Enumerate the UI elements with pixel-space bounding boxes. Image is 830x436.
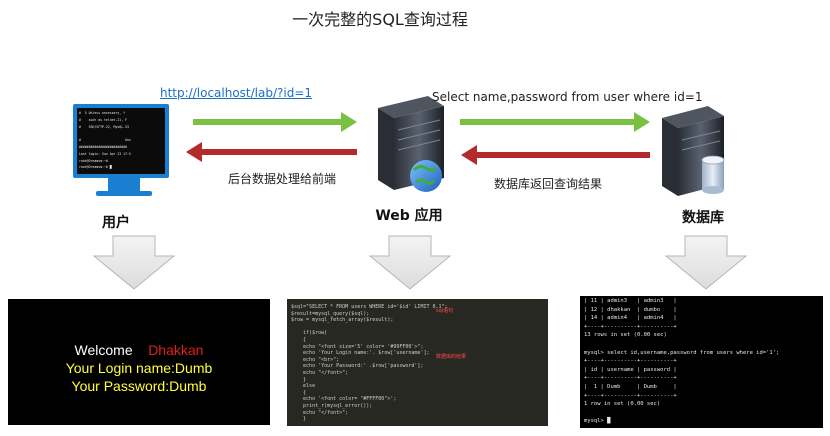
console-line: +----+----------+----------+ <box>584 323 677 330</box>
web-node-label: Web 应用 <box>375 208 443 224</box>
page-title: 一次完整的SQL查询过程 <box>292 10 468 29</box>
code-line: } <box>291 416 307 423</box>
request-arrow <box>193 112 357 132</box>
console-line: +----+----------+----------+ <box>584 358 677 365</box>
down-arrow-user <box>92 235 176 290</box>
console-line: | 14 | admin4 | admin4 | <box>584 315 677 322</box>
console-line: +----+----------+----------+ <box>584 375 677 382</box>
console-line: +----+----------+----------+ <box>584 392 677 399</box>
user-node-label: 用户 <box>102 215 130 231</box>
down-arrow-web <box>368 235 452 290</box>
down-arrow-db <box>664 235 748 290</box>
request-url-label: http://localhost/lab/?id=1 <box>160 86 313 100</box>
code-line: echo '<font color= "#FFFF00">'; <box>291 396 397 403</box>
monitor-icon <box>73 104 169 196</box>
database-server-icon <box>662 106 725 196</box>
terminal-line: # SSH/SFTP-22, MysQL-33 <box>79 124 129 129</box>
console-line: | 1 | Dumb | Dumb | <box>584 384 677 390</box>
code-line: { <box>291 389 307 396</box>
console-line: | 11 | admin3 | admin3 | <box>584 298 677 304</box>
password-line: Your Password:Dumb <box>71 378 207 394</box>
code-line: if($row) <box>291 330 328 337</box>
code-line: $result=mysql_query($sql); <box>291 310 370 317</box>
welcome-line: Welcome Dhakkan <box>8 342 270 358</box>
result-page-panel: Welcome Dhakkan Your Login name:Dumb You… <box>8 299 270 425</box>
response-arrow <box>186 142 357 162</box>
code-line: echo "<br>"; <box>291 356 340 363</box>
web-server-icon <box>378 96 444 192</box>
query-arrow <box>460 112 650 132</box>
terminal-line: root@Dreamsm:~# █ <box>79 165 112 170</box>
welcome-name: Dhakkan <box>148 342 204 358</box>
code-line: $row = mysql_fetch_array($result); <box>291 317 394 324</box>
code-line: { <box>291 337 307 343</box>
terminal-line: root@Dreamsm:~# <box>79 158 108 163</box>
code-line: } <box>291 376 307 383</box>
terminal-line: # such as telnet-21, F <box>79 117 127 122</box>
response-label: 后台数据处理给前端 <box>228 172 337 186</box>
db-return-label: 数据库返回查询结果 <box>494 177 603 191</box>
console-line: | id | username | password | <box>584 366 677 373</box>
code-line: echo 'Your Password:' .$row['password']; <box>291 363 424 370</box>
mysql-console-panel: | 11 | admin3 | admin3 | | 12 | dhakkan |… <box>580 296 823 428</box>
code-line: print_r(mysql_error()); <box>291 403 373 409</box>
console-line: mysql> select id,username,password from … <box>584 349 780 356</box>
code-line: echo "<font size='5' color= '#99FF00'>"; <box>291 343 424 350</box>
code-line: echo "</font>"; <box>291 409 349 416</box>
terminal-line: ######################### <box>79 145 127 149</box>
terminal-line: # 5 Unless necessary, f <box>79 111 126 115</box>
db-return-arrow <box>461 145 650 165</box>
code-line: $sql="SELECT * FROM users WHERE id='$id'… <box>291 304 448 310</box>
console-line: 1 row in set (0.00 sec) <box>584 401 661 408</box>
php-code-panel: sql语句 数据库的结果 $sql="SELECT * FROM users W… <box>287 299 548 426</box>
query-sql-label: Select name,password from user where id=… <box>432 90 703 104</box>
console-line: | 12 | dhakkan | dumbo | <box>584 306 677 313</box>
note-sql: sql语句 <box>436 308 454 314</box>
welcome-text: Welcome <box>74 342 133 358</box>
login-name-line: Your Login name:Dumb <box>65 360 213 376</box>
code-line: else <box>291 383 316 390</box>
console-line: mysql> █ <box>584 418 611 425</box>
terminal-line: # Ans <box>79 138 131 143</box>
terminal-line: Last login: Sun Apr 23 17:5 <box>79 151 131 156</box>
console-line: 13 rows in set (0.00 sec) <box>584 332 667 339</box>
note-output: 数据库的结果 <box>436 354 467 360</box>
db-node-label: 数据库 <box>682 210 724 226</box>
code-line: echo "</font>"; <box>291 370 349 376</box>
code-line: echo 'Your Login name:'. $row['username'… <box>291 350 430 357</box>
